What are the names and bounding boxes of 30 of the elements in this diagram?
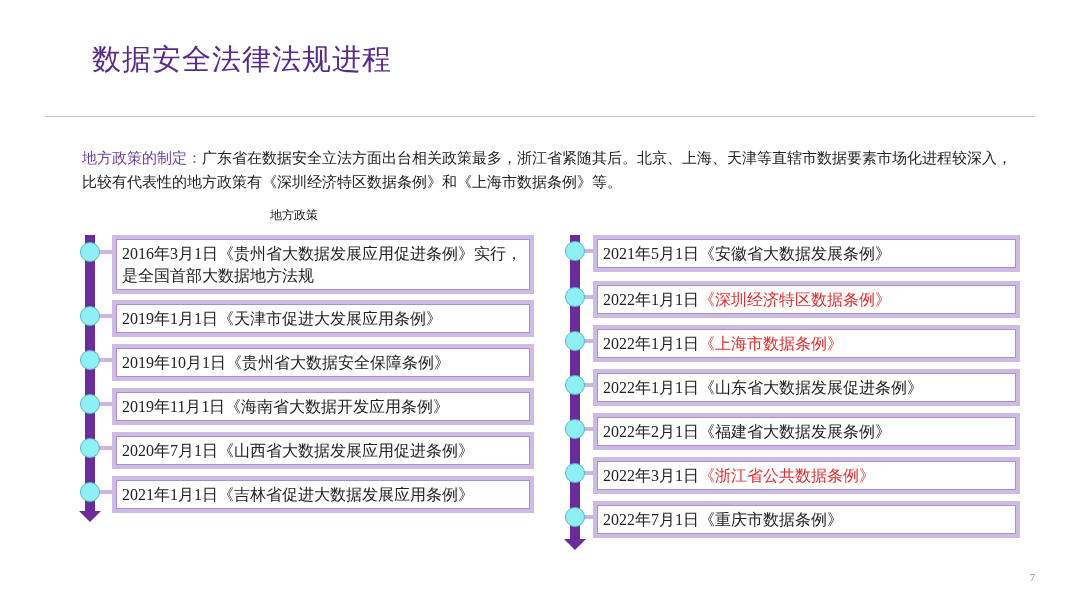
- event-card: [112, 344, 534, 381]
- event-text: 2022年3月1日《浙江省公共数据条例》: [603, 467, 875, 484]
- column-heading: 地方政策: [270, 207, 318, 224]
- event-text: 2019年1月1日《天津市促进大发展应用条例》: [122, 310, 442, 327]
- page-number: 7: [1030, 572, 1035, 583]
- event-text: 2019年11月1日《海南省大数据开发应用条例》: [122, 398, 450, 415]
- event-card: [593, 325, 1020, 362]
- event-card: [112, 432, 534, 469]
- event-text: 2022年1月1日《山东省大数据发展促进条例》: [603, 379, 923, 396]
- event-text: 2019年10月1日《贵州省大数据安全保障条例》: [122, 354, 450, 371]
- intro-paragraph: 地方政策的制定：广东省在数据安全立法方面出台相关政策最多，浙江省紧随其后。北京、上海、天津等直辖市数据要素市场化进程较深入，比较有代表性的地方政策有《深圳经济特区数据条例》和《上海市数据条例》等。: [82, 149, 1012, 192]
- event-card: [112, 235, 534, 294]
- event-card: [593, 235, 1020, 272]
- event-card: [593, 413, 1020, 450]
- event-card: [112, 476, 534, 513]
- event-card: [593, 457, 1020, 494]
- slide-title: 数据安全法律法规进程: [92, 41, 392, 78]
- event-card: [593, 281, 1020, 318]
- event-text: 2022年2月1日《福建省大数据发展条例》: [603, 423, 891, 440]
- event-text: 2021年1月1日《吉林省促进大数据发展应用条例》: [122, 486, 474, 503]
- event-text: 2020年7月1日《山西省大数据发展应用促进条例》: [122, 442, 474, 459]
- event-text: 2022年7月1日《重庆市数据条例》: [603, 511, 843, 528]
- event-text: 2021年5月1日《安徽省大数据发展条例》: [603, 245, 891, 262]
- event-card: [112, 300, 534, 337]
- event-text: 2016年3月1日《贵州省大数据发展应用促进条例》实行，是全国首部大数据地方法规: [122, 245, 522, 284]
- event-card: [112, 388, 534, 425]
- event-text: 2022年1月1日《深圳经济特区数据条例》: [603, 291, 891, 308]
- event-card: [593, 369, 1020, 406]
- event-card: [593, 501, 1020, 538]
- event-text: 2022年1月1日《上海市数据条例》: [603, 335, 843, 352]
